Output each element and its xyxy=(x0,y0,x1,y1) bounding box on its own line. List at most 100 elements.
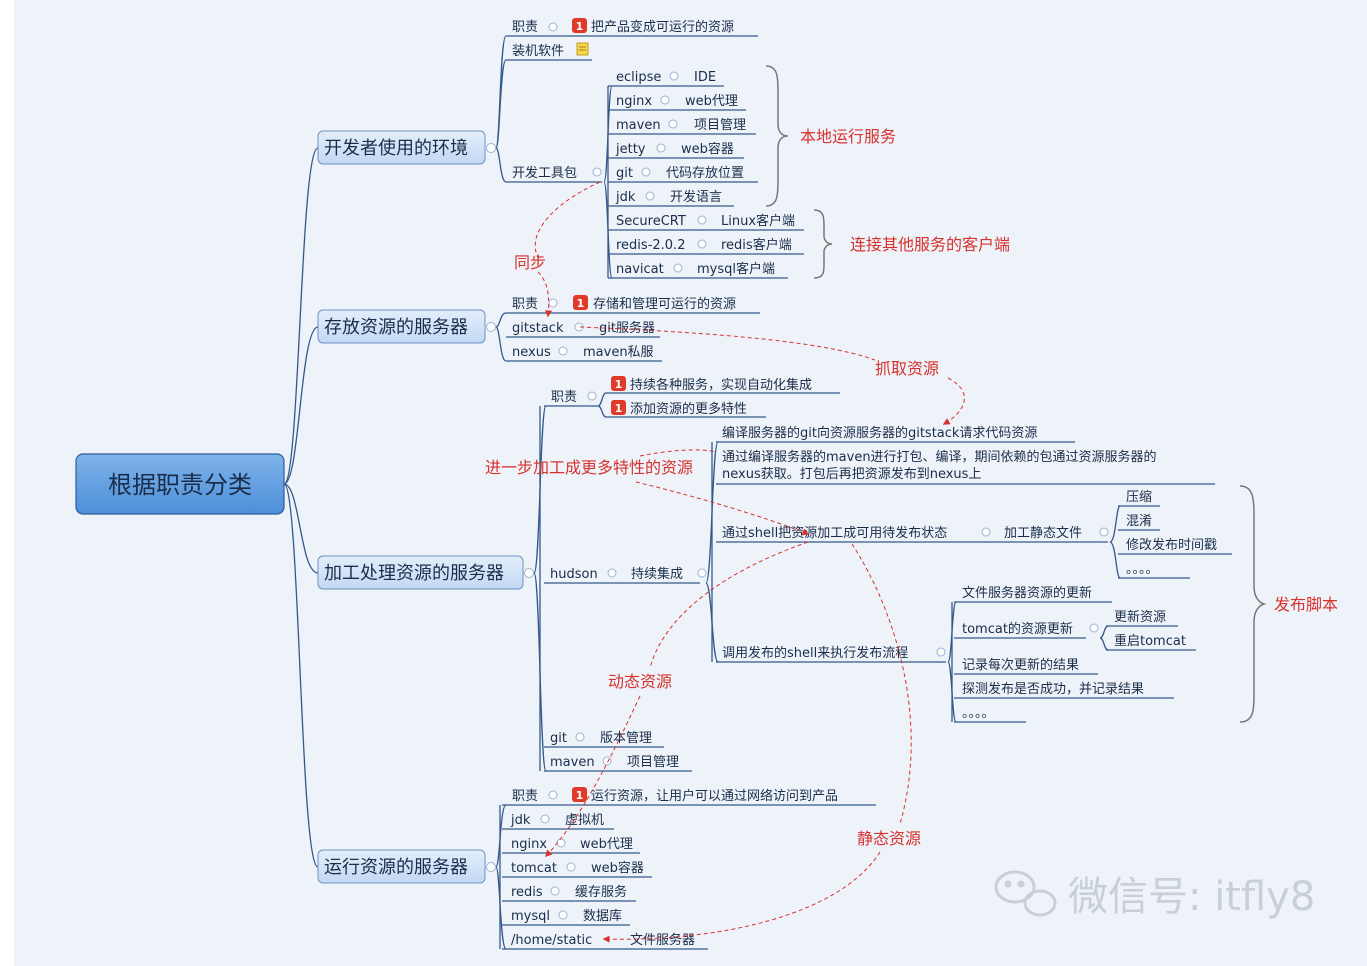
collapse-icons xyxy=(486,143,534,872)
priority-badge-icon xyxy=(572,787,587,802)
static-op: 压缩 xyxy=(1126,489,1152,505)
priority-badge-text: 1 xyxy=(576,20,584,33)
run-item-desc: web容器 xyxy=(591,860,644,876)
tool-name: SecureCRT xyxy=(616,214,686,229)
collapse-icon[interactable] xyxy=(697,215,707,225)
collapse-icon[interactable] xyxy=(575,732,585,742)
priority-badge-text: 1 xyxy=(576,789,584,802)
collapse-icon[interactable] xyxy=(697,239,707,249)
run-duty: 运行资源，让用户可以通过网络访问到产品 xyxy=(591,788,838,804)
priority-badge-icon xyxy=(573,295,588,310)
rel-further-1 xyxy=(639,449,717,457)
collapse-icon[interactable] xyxy=(936,647,946,657)
collapse-icon[interactable] xyxy=(697,568,707,578)
run-item-desc: 虚拟机 xyxy=(565,813,604,828)
deploy-item: 。。。。 xyxy=(962,706,995,721)
dev-tools: eclipse IDE nginx web代理 maven 项目管理 jetty… xyxy=(603,70,804,279)
store-branch: 职责 1 存储和管理可运行的资源 gitstack git服务器 nexus m… xyxy=(495,295,760,362)
tool-desc: redis客户端 xyxy=(721,237,792,253)
run-item-name: tomcat xyxy=(511,861,557,876)
process-other-name: maven xyxy=(550,755,595,770)
category-node-dev[interactable]: 开发者使用的环境 xyxy=(317,130,486,165)
category-node-run[interactable]: 运行资源的服务器 xyxy=(317,849,486,884)
collapse-icon[interactable] xyxy=(548,790,558,800)
collapse-icon[interactable] xyxy=(540,814,550,824)
collapse-icon[interactable] xyxy=(550,886,560,896)
annotation-static: 静态资源 xyxy=(857,829,921,848)
collapse-icon[interactable] xyxy=(656,143,666,153)
priority-badge-icon xyxy=(572,18,587,33)
store-item-name: gitstack xyxy=(512,321,564,336)
process-duty-label: 职责 xyxy=(551,390,577,405)
collapse-icon[interactable] xyxy=(1089,623,1099,633)
collapse-icon[interactable] xyxy=(1099,527,1109,537)
store-duty-label: 职责 xyxy=(512,297,538,312)
root-node[interactable]: 根据职责分类 xyxy=(75,453,285,515)
dev-install: 装机软件 xyxy=(512,44,564,59)
collapse-icon[interactable] xyxy=(592,167,602,177)
process-duty: 添加资源的更多特性 xyxy=(630,401,747,417)
deploy-items: 文件服务器资源的更新 tomcat的资源更新 记录每次更新的结果 探测发布是否成… xyxy=(947,585,1196,723)
store-item-desc: git服务器 xyxy=(599,320,655,336)
static-ops: 压缩 混淆 修改发布时间戳 。。。。 xyxy=(1109,489,1232,579)
group-label-publish: 发布脚本 xyxy=(1274,595,1338,614)
hudson-steps: 编译服务器的git向资源服务器的gitstack请求代码资源 通过编译服务器的m… xyxy=(705,425,1215,663)
tool-desc: 项目管理 xyxy=(694,118,746,133)
main-connectors xyxy=(283,147,319,868)
collapse-icon[interactable] xyxy=(558,910,568,920)
relationships xyxy=(534,181,965,943)
hudson-desc: 持续集成 xyxy=(631,566,683,582)
collapse-icon[interactable] xyxy=(566,862,576,872)
deploy-item: 探测发布是否成功，并记录结果 xyxy=(962,681,1144,697)
collapse-icon[interactable] xyxy=(668,119,678,129)
tool-name: navicat xyxy=(616,262,664,277)
run-item-desc: web代理 xyxy=(580,837,633,852)
collapse-icon[interactable] xyxy=(558,346,568,356)
deploy-item: tomcat的资源更新 xyxy=(962,621,1073,637)
step-package-2: nexus获取。打包后再把资源发布到nexus上 xyxy=(722,466,981,482)
store-duty: 存储和管理可运行的资源 xyxy=(593,296,736,312)
collapse-icon[interactable] xyxy=(587,391,597,401)
collapse-icon[interactable] xyxy=(602,756,612,766)
wechat-icon xyxy=(994,870,1057,917)
tool-desc: 开发语言 xyxy=(670,189,722,205)
tool-name: nginx xyxy=(616,94,652,109)
category-label-dev: 开发者使用的环境 xyxy=(324,138,468,159)
note-icon xyxy=(576,42,589,56)
static-op: 。。。。 xyxy=(1126,562,1159,577)
run-item-desc: 文件服务器 xyxy=(630,932,695,948)
dev-duty: 把产品变成可运行的资源 xyxy=(591,19,734,35)
run-item-name: mysql xyxy=(511,909,550,924)
store-item-desc: maven私服 xyxy=(583,345,654,360)
tool-desc: Linux客户端 xyxy=(721,213,795,229)
collapse-icon[interactable] xyxy=(548,298,558,308)
collapse-icon[interactable] xyxy=(660,95,670,105)
brace-local xyxy=(765,65,789,207)
collapse-icon[interactable] xyxy=(607,568,617,578)
collapse-icon[interactable] xyxy=(645,191,655,201)
category-label-run: 运行资源的服务器 xyxy=(324,857,468,878)
collapse-icon[interactable] xyxy=(673,263,683,273)
run-item-name: /home/static xyxy=(511,933,592,948)
static-op: 修改发布时间戳 xyxy=(1126,537,1217,553)
step-shell: 通过shell把资源加工成可用待发布状态 xyxy=(722,525,947,541)
collapse-icon[interactable] xyxy=(981,527,991,537)
rel-sync-arrow xyxy=(537,271,553,318)
category-node-process[interactable]: 加工处理资源的服务器 xyxy=(317,555,524,590)
priority-badge-text: 1 xyxy=(615,402,623,415)
collapse-icon[interactable] xyxy=(641,167,651,177)
collapse-icon[interactable] xyxy=(669,71,679,81)
category-label-store: 存放资源的服务器 xyxy=(324,317,468,338)
tool-name: jdk xyxy=(615,190,636,205)
category-node-store[interactable]: 存放资源的服务器 xyxy=(317,309,486,344)
run-branch: 职责 1 运行资源，让用户可以通过网络访问到产品 jdk 虚拟机 nginx w… xyxy=(495,787,876,950)
tool-name: maven xyxy=(616,118,661,133)
collapse-icon[interactable] xyxy=(556,838,566,848)
tool-desc: mysql客户端 xyxy=(697,261,775,277)
collapse-icon[interactable] xyxy=(548,22,558,32)
brace-publish xyxy=(1239,485,1267,723)
deploy-item: 文件服务器资源的更新 xyxy=(962,585,1092,601)
tool-desc: web代理 xyxy=(685,94,738,109)
